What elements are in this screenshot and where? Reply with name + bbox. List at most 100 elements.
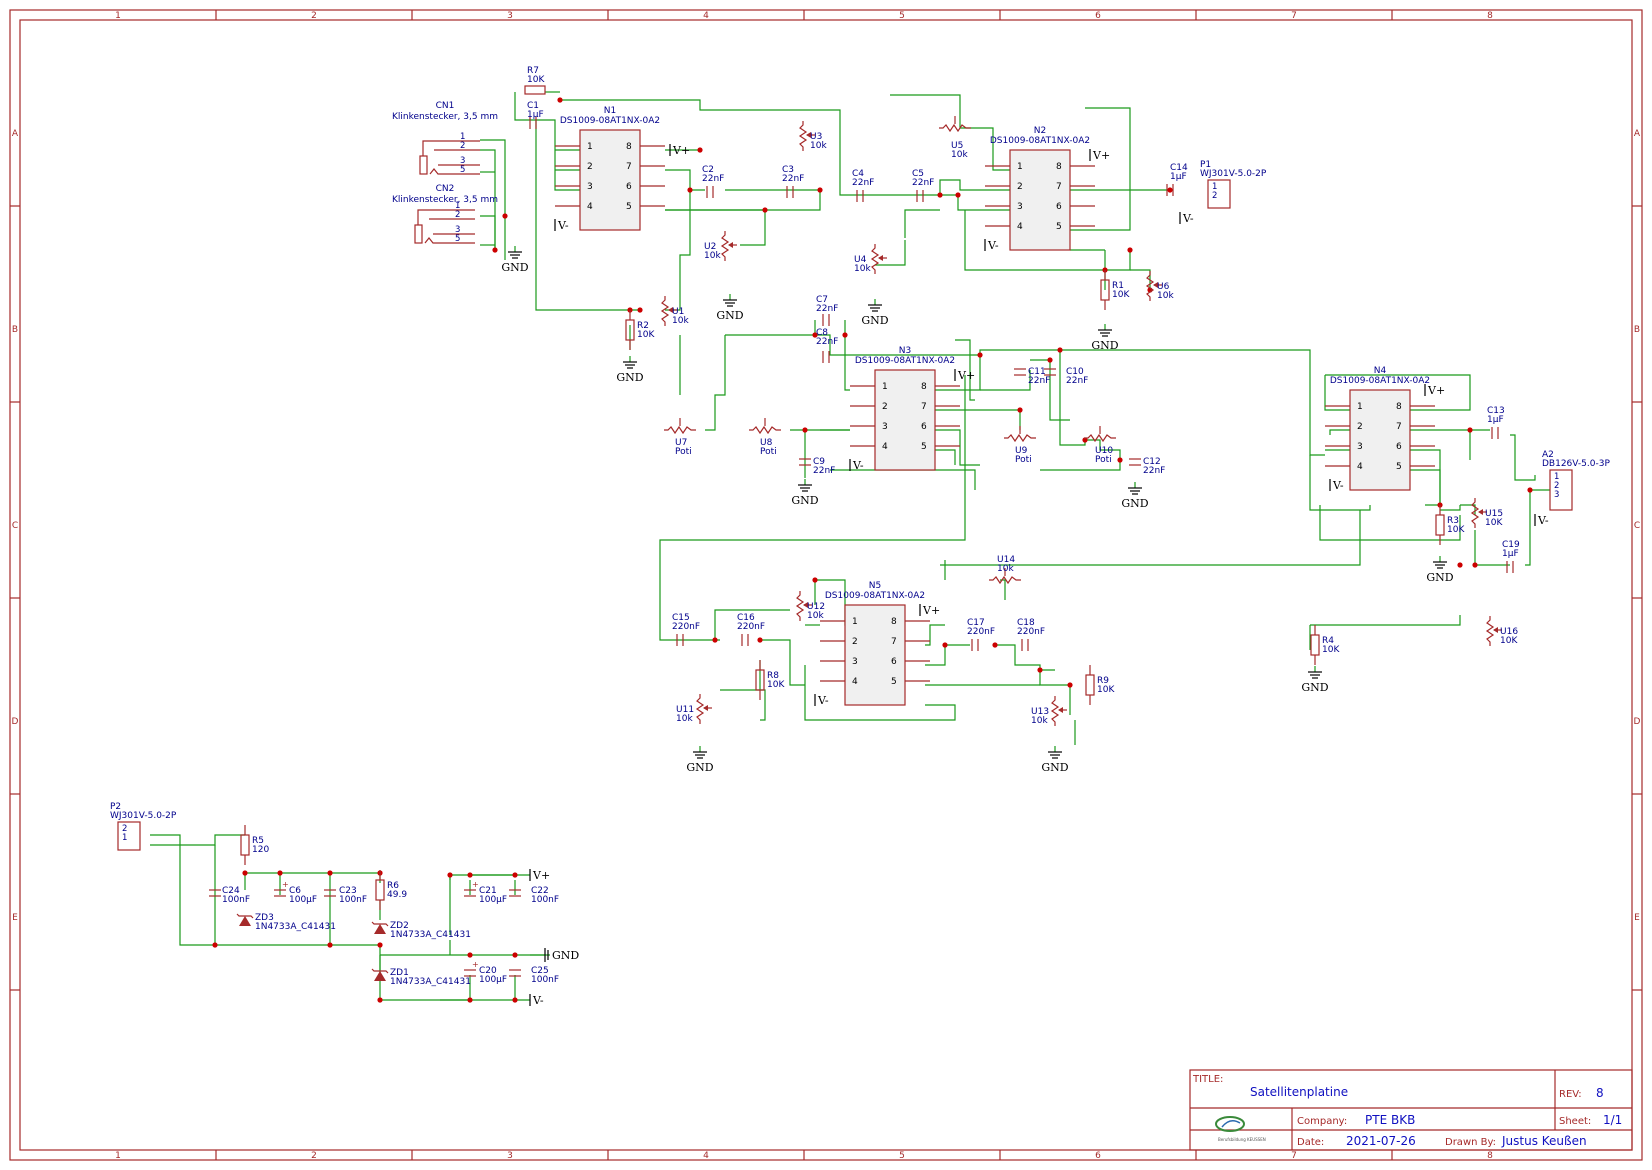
junction-dot — [1527, 487, 1533, 493]
wire — [935, 409, 1021, 430]
wire — [245, 872, 381, 883]
capacitor-ref: C3 — [782, 165, 794, 175]
junction-dot — [762, 207, 768, 213]
vminus-symbol: V- — [529, 994, 544, 1007]
junction-dot — [1167, 187, 1173, 193]
logo-text: Berufsbildung KEUSSEN — [1218, 1137, 1266, 1142]
ground-symbol: GND — [686, 746, 714, 774]
capacitor-ref: C4 — [852, 169, 864, 179]
capacitor-ref: C17 — [967, 618, 985, 628]
vminus-label: V- — [532, 994, 544, 1007]
junction-dot — [687, 187, 693, 193]
wire — [939, 179, 1010, 195]
ground-symbol: GND — [1301, 666, 1329, 694]
ic-ref: N4 — [1374, 366, 1387, 376]
ic-pin-number: 1 — [1017, 162, 1023, 172]
connector-value: WJ301V-5.0-2P — [110, 811, 177, 821]
resistor-ref: R8 — [767, 671, 779, 681]
drawn-by-caption: Drawn By: — [1445, 1137, 1496, 1148]
vplus-symbol: V+ — [669, 144, 690, 157]
wire — [935, 449, 956, 465]
zener-bar — [371, 921, 389, 927]
vminus-symbol: V- — [814, 694, 829, 707]
row-marker: A — [1634, 129, 1641, 139]
wire — [890, 194, 1010, 211]
polarity-mark: + — [472, 880, 479, 889]
wire — [665, 169, 705, 191]
junction-dot — [1047, 357, 1053, 363]
vminus-label: V- — [1537, 514, 1549, 527]
jack-pin: 1 — [455, 201, 460, 211]
ic-pin-number: 6 — [921, 422, 927, 432]
resistor-ref: R4 — [1322, 636, 1334, 646]
ic-pin-number: 2 — [587, 162, 593, 172]
junction-dot — [467, 997, 473, 1003]
capacitor-value: 1µF — [1487, 415, 1504, 425]
ground-symbol: GND — [501, 246, 529, 274]
capacitor-value: 22nF — [912, 178, 934, 188]
vplus-label: V+ — [672, 144, 690, 157]
capacitor-value: 100µF — [479, 895, 507, 905]
junction-dot — [512, 952, 518, 958]
ic-part-number: DS1009-08AT1NX-0A2 — [855, 356, 955, 366]
title-value: Satellitenplatine — [1250, 1085, 1348, 1099]
zener-triangle — [239, 916, 251, 926]
gnd-label: GND — [1301, 681, 1328, 694]
zener-value: 1N4733A_C41431 — [390, 930, 471, 940]
pot-ref: U4 — [854, 255, 867, 265]
resistor-body — [240, 834, 250, 856]
column-marker: 7 — [1291, 11, 1297, 21]
wire — [1000, 579, 1006, 600]
wire — [1040, 460, 1121, 471]
jack-contact — [424, 237, 475, 244]
pot-zigzag — [870, 244, 880, 274]
jack-pin: 3 — [460, 156, 465, 166]
wire — [514, 92, 580, 191]
pot-value: 10k — [810, 141, 827, 151]
gnd-label: GND — [1426, 571, 1453, 584]
pot-zigzag — [749, 425, 781, 435]
junction-dot — [492, 247, 498, 253]
pot-ref: U12 — [807, 602, 825, 612]
junction-dot — [1127, 247, 1133, 253]
ic-body — [874, 369, 936, 471]
column-marker: 6 — [1095, 1151, 1101, 1161]
ic-pin-number: 4 — [587, 202, 593, 212]
pot-ref: U1 — [672, 307, 684, 317]
wire — [659, 375, 966, 641]
pot-ref: U11 — [676, 705, 694, 715]
ic-pin-number: 5 — [1396, 462, 1402, 472]
pot-zigzag — [660, 296, 670, 326]
pot-zigzag — [939, 123, 971, 133]
resistor-body — [1085, 674, 1095, 696]
capacitor-value: 1µF — [1170, 172, 1187, 182]
jack-pin: 3 — [455, 225, 460, 235]
junction-dot — [1037, 667, 1043, 673]
connector-ref: CN2 — [436, 184, 455, 194]
row-marker: A — [12, 129, 19, 139]
company-caption: Company: — [1297, 1116, 1347, 1127]
zener-triangle — [374, 971, 386, 981]
junction-dot — [1457, 562, 1463, 568]
row-marker: B — [12, 325, 18, 335]
pot-value: Poti — [1015, 455, 1032, 465]
resistor-value: 120 — [252, 845, 269, 855]
capacitor-value: 220nF — [672, 622, 700, 632]
junction-dot — [1472, 562, 1478, 568]
column-marker: 8 — [1487, 11, 1493, 21]
zener-triangle — [374, 924, 386, 934]
resistor-ref: R5 — [252, 836, 264, 846]
